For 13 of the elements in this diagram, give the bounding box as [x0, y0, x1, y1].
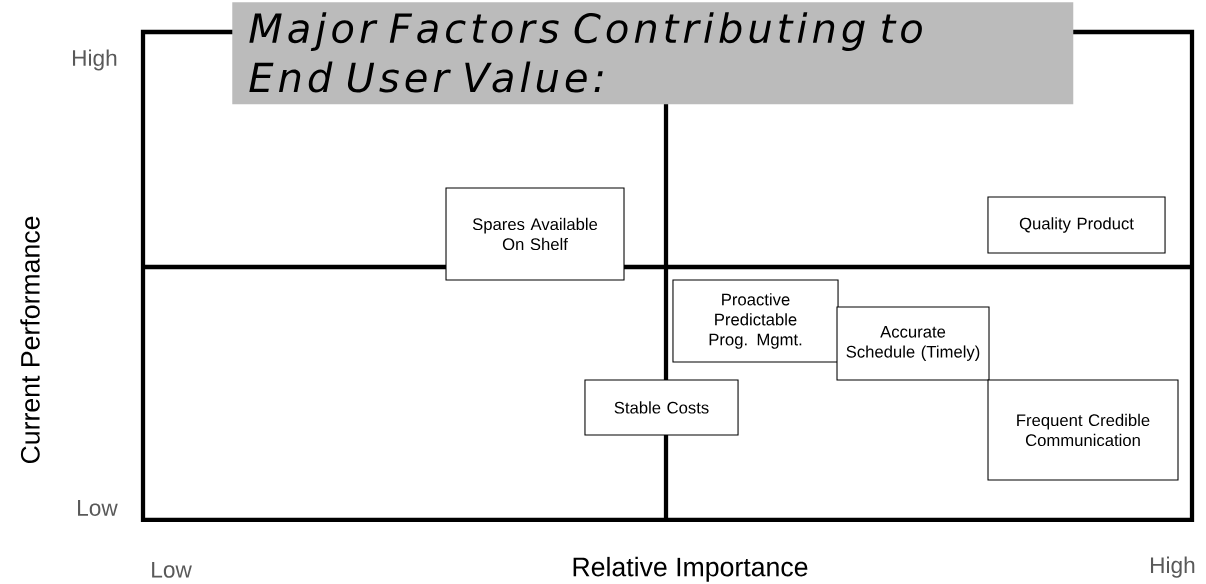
factor-box: Stable Costs: [584, 379, 739, 436]
axis-title: Current Performance: [20, 216, 40, 464]
factor-box: Quality Product: [987, 196, 1166, 254]
title-banner: Major Factors Contributing to End User Value:: [232, 2, 1074, 105]
factor-box: Proactive Predictable Prog. Mgmt.: [672, 279, 839, 363]
axis-tick-label: High: [1151, 556, 1195, 578]
axis-title: Relative Importance: [573, 556, 808, 582]
axis-tick-label: Low: [78, 500, 118, 516]
factor-box: Spares Available On Shelf: [445, 187, 625, 281]
factor-box: Accurate Schedule (Timely): [836, 306, 990, 381]
axis-tick-label: High: [73, 49, 117, 71]
axis-tick-label: Low: [152, 561, 192, 578]
factor-box: Frequent Credible Communication: [987, 379, 1179, 481]
